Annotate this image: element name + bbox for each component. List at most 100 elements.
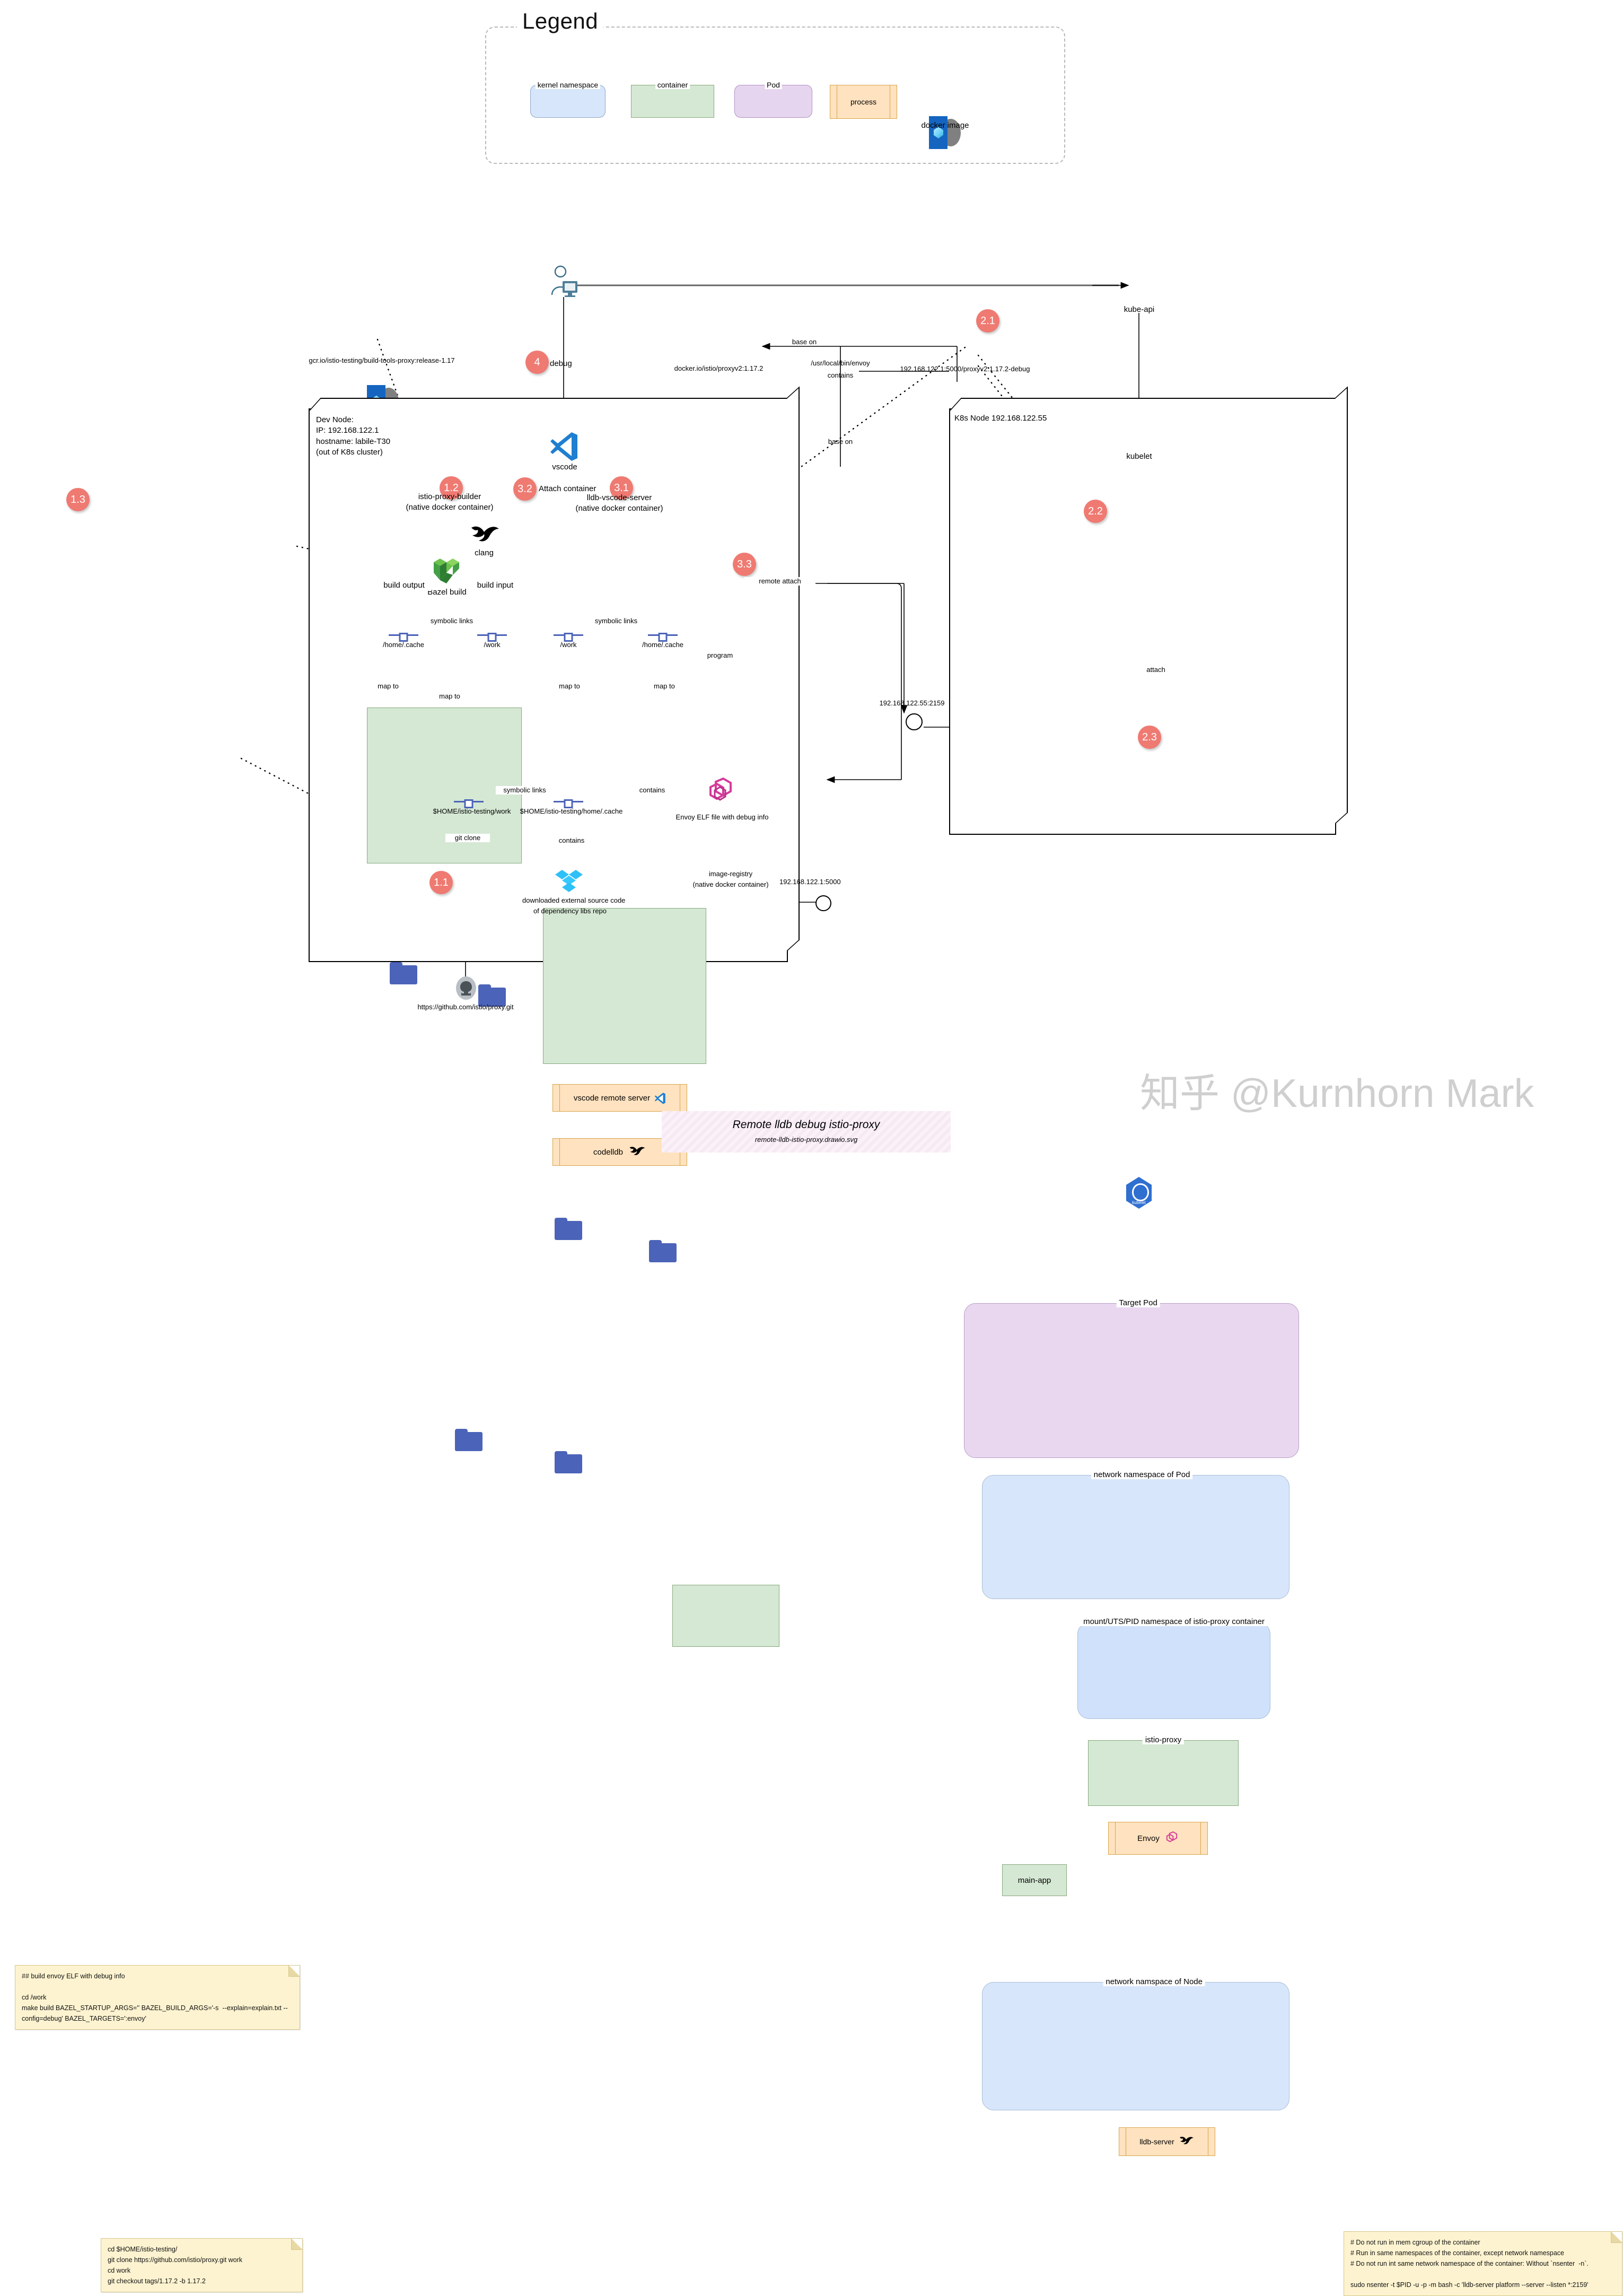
step-badge-4: 4	[525, 351, 549, 374]
step-badge-3-1: 3.1	[610, 476, 633, 500]
legend-swatch-pod: Pod	[734, 81, 812, 118]
vscode-remote-server-process: vscode remote server	[552, 1084, 687, 1112]
footer-title-box: Remote lldb debug istio-proxy remote-lld…	[662, 1111, 951, 1153]
note-dogear	[291, 2239, 302, 2250]
debug-edge-label: debug	[550, 359, 572, 368]
builder-folder-cache-label: /home/.cache	[382, 641, 425, 649]
map-to-label-2: map to	[429, 692, 470, 701]
build-input-label: build input	[468, 581, 523, 591]
kubelet-icon: kubelet	[1124, 1177, 1154, 1209]
k8s-node-container	[949, 408, 1336, 835]
legend-title: Legend	[517, 8, 604, 34]
target-pod-label: Target Pod	[1116, 1298, 1160, 1307]
istio-proxy-container: istio-proxy	[1088, 1735, 1239, 1806]
step-badge-1-1: 1.1	[429, 871, 453, 894]
lldb-server-process: lldb-server	[1119, 2127, 1215, 2156]
target-pod: Target Pod	[964, 1298, 1299, 1458]
codelldb-label: codelldb	[593, 1147, 623, 1157]
attach-label: attach	[1134, 666, 1178, 675]
legend-label-pod: Pod	[765, 81, 782, 89]
registry-endpoint-label: 192.168.122.1:5000	[779, 878, 841, 886]
host-work-label: $HOME/istio-testing/work	[433, 807, 511, 815]
note-dogear	[288, 1966, 300, 1977]
lldb-vscode-server-container	[543, 908, 706, 1064]
envoy-process: Envoy	[1108, 1822, 1208, 1855]
envoy-elf-label: Envoy ELF file with debug info	[675, 813, 769, 821]
build-output-label: build output	[376, 581, 432, 591]
node-network-namespace-label: network namspace of Node	[1103, 1977, 1205, 1986]
folder-icon-server-work	[555, 1218, 582, 1240]
lldb-endpoint-label: 192.168.122.55:2159	[879, 699, 945, 707]
mount-marker-builder-work	[477, 633, 507, 642]
lldb-dragon-icon	[629, 1146, 645, 1155]
legend-label-kernel-namespace: kernel namespace	[535, 81, 601, 89]
dev-node-line-0: Dev Node:	[316, 415, 354, 424]
vscode-remote-server-label: vscode remote server	[573, 1093, 651, 1103]
vscode-label: vscode	[552, 462, 577, 472]
lldb-endpoint-port	[906, 713, 923, 730]
builder-title: istio-proxy-builder	[418, 492, 481, 501]
folder-icon-server-cache	[649, 1240, 677, 1262]
envoy-label: Envoy	[1137, 1834, 1160, 1843]
istio-proxy-label: istio-proxy	[1142, 1735, 1185, 1744]
lldb-vscode-server-subtitle: (native docker container)	[575, 504, 663, 513]
legend-label-container: container	[655, 81, 690, 89]
server-folder-work-label: /work	[560, 641, 577, 649]
mount-marker-builder-cache	[389, 633, 418, 642]
lldb-server-dragon-icon	[1179, 2136, 1194, 2144]
note-nsenter: # Do not run in mem cgroup of the contai…	[1344, 2231, 1622, 2296]
main-app-container: main-app	[1002, 1864, 1067, 1896]
step-badge-3-2: 3.2	[513, 477, 537, 501]
pod-network-namespace-label: network namespace of Pod	[1091, 1470, 1193, 1479]
dropbox-icon	[555, 869, 583, 894]
dev-node-line-3: (out of K8s cluster)	[316, 447, 383, 457]
base-on-lower-label: base on	[828, 438, 853, 446]
node-network-namespace: network namspace of Node	[982, 1977, 1289, 2110]
builder-folder-work-label: /work	[484, 641, 501, 649]
note-nsenter-text: # Do not run in mem cgroup of the contai…	[1350, 2239, 1589, 2289]
k8s-node-header: K8s Node 192.168.122.55	[954, 414, 1047, 423]
kube-api-label: kube-api	[1124, 305, 1155, 314]
user-actor-icon	[549, 265, 581, 298]
clang-icon	[469, 522, 501, 550]
vscode-icon	[549, 431, 579, 461]
legend-label-docker-image: docker image	[921, 121, 969, 130]
folder-icon-builder-work	[478, 984, 506, 1007]
note-build-envoy-text: ## build envoy ELF with debug info cd /w…	[22, 1972, 288, 2022]
dropbox-line-0: downloaded external source code	[522, 896, 626, 904]
bazel-icon	[431, 557, 461, 588]
image-registry-container	[672, 1585, 779, 1647]
mount-marker-host-cache	[554, 799, 583, 808]
proxyv2-image-label: docker.io/istio/proxyv2:1.17.2	[674, 364, 764, 372]
server-folder-cache-label: /home/.cache	[642, 641, 684, 649]
lldb-server-label: lldb-server	[1139, 2137, 1174, 2146]
step-badge-2-2: 2.2	[1084, 500, 1107, 523]
map-to-label-3: map to	[549, 682, 590, 691]
mount-marker-server-cache	[648, 633, 678, 642]
footer-subtitle: remote-lldb-istio-proxy.drawio.svg	[755, 1136, 858, 1143]
dev-node-line-2: hostname: labile-T30	[316, 436, 391, 446]
server-symbolic-links-label: symbolic links	[589, 617, 644, 626]
note-git-clone: cd $HOME/istio-testing/ git clone https:…	[101, 2238, 303, 2292]
kubelet-label: kubelet	[1126, 452, 1152, 461]
legend-swatch-container: container	[631, 81, 714, 118]
builder-subtitle: (native docker container)	[406, 503, 494, 512]
mount-marker-host-work	[454, 799, 484, 808]
debug-image-label: 192.168.122.1:5000/proxyv2:1.17.2-debug	[900, 365, 1030, 373]
host-cache-label: $HOME/istio-testing/home/.cache	[520, 807, 623, 815]
image-registry-subtitle: (native docker container)	[692, 880, 769, 888]
legend-swatch-process: process	[830, 85, 897, 119]
docker-image-icon	[928, 116, 961, 149]
step-badge-2-3: 2.3	[1138, 726, 1161, 749]
cache-contains-label: contains	[549, 836, 594, 845]
envoy-elf-icon	[706, 777, 735, 806]
pod-network-namespace: network namespace of Pod	[982, 1470, 1289, 1599]
step-badge-2-1: 2.1	[976, 309, 999, 333]
map-to-label-4: map to	[644, 682, 685, 691]
base-on-top-label: base on	[792, 338, 817, 346]
program-label: program	[707, 651, 733, 659]
envoy-path-label: /usr/local/bin/envoy	[811, 359, 870, 367]
dev-node-line-1: IP: 192.168.122.1	[316, 426, 379, 435]
main-app-label: main-app	[1017, 1875, 1051, 1885]
dropbox-line-1: of dependency libs repo	[533, 907, 607, 915]
